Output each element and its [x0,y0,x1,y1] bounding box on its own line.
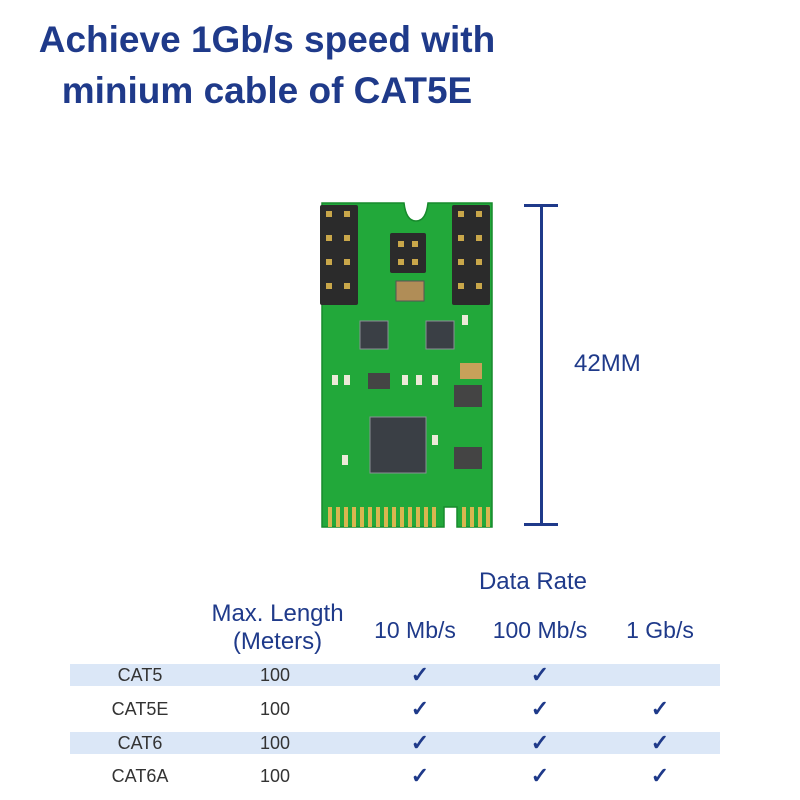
check-icon: ✓ [650,696,670,721]
dimension-label: 42MM [574,350,641,377]
cable-type-cell: CAT5 [117,665,163,685]
max-length-header: Max. Length (Meters) [200,600,355,656]
check-icon: ✓ [410,730,430,755]
table-row-cat5: CAT5 100 ✓ ✓ [70,664,720,686]
check-icon: ✓ [530,730,550,755]
table-row-cat6a: CAT6A 100 ✓ ✓ ✓ [70,765,720,787]
table-row-cat6: CAT6 100 ✓ ✓ ✓ [70,732,720,754]
table-row-cat5e: CAT5E 100 ✓ ✓ ✓ [70,698,720,720]
length-cell: 100 [259,665,291,685]
cable-type-cell: CAT6 [117,733,163,753]
check-icon: ✓ [530,763,550,788]
max-length-header-line-2: (Meters) [232,628,323,655]
headline-line-2: minium cable of CAT5E [61,70,473,111]
check-icon: ✓ [410,662,430,687]
check-icon: ✓ [410,763,430,788]
rate-header-1gbps: 1 Gb/s [626,617,694,643]
rate-header-100mbps: 100 Mb/s [492,617,588,643]
headline-line-1: Achieve 1Gb/s speed with [38,19,496,60]
cable-type-cell: CAT6A [111,766,169,786]
data-rate-header: Data Rate [478,568,588,595]
dimension-cap-bottom [524,523,558,526]
check-icon: ✓ [650,730,670,755]
length-cell: 100 [259,733,291,753]
length-cell: 100 [259,699,291,719]
cable-type-cell: CAT5E [111,699,169,719]
dimension-line [540,205,543,525]
headline: Achieve 1Gb/s speed with minium cable of… [0,14,534,116]
dimension-cap-top [524,204,558,207]
check-icon: ✓ [530,696,550,721]
length-cell: 100 [259,766,291,786]
check-icon: ✓ [410,696,430,721]
m2-network-card-image [320,202,493,528]
check-icon: ✓ [650,763,670,788]
max-length-header-line-1: Max. Length [211,600,344,627]
check-icon: ✓ [530,662,550,687]
rate-header-10mbps: 10 Mb/s [374,617,456,643]
